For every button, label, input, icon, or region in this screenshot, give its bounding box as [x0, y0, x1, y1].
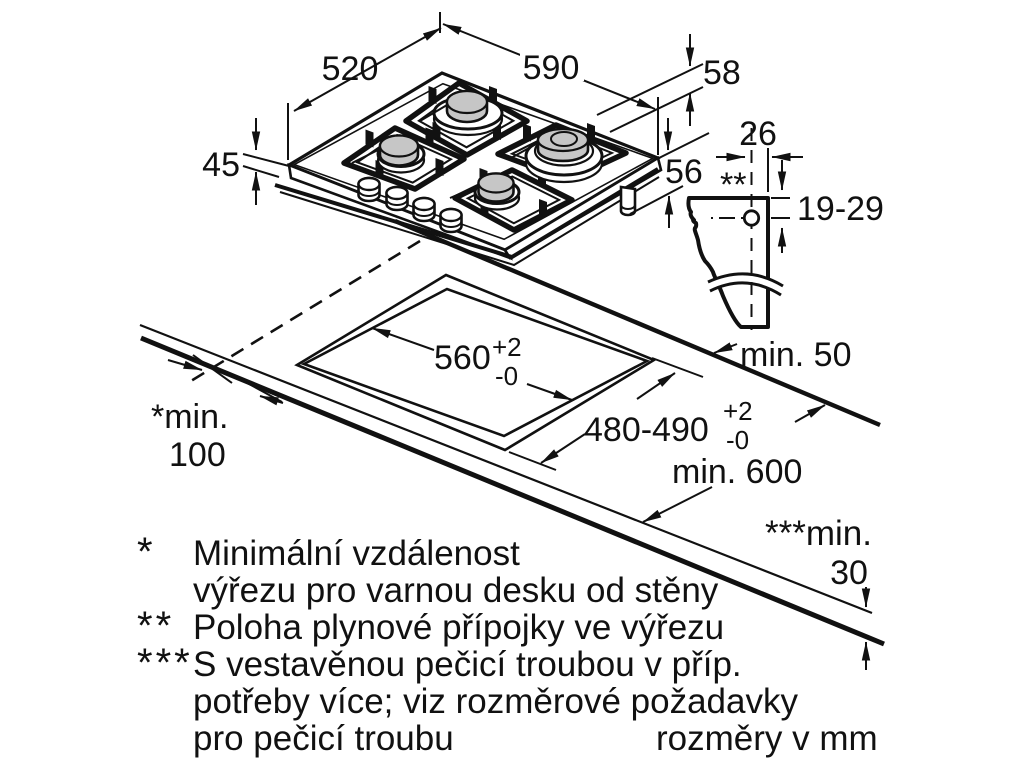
svg-text:pro pečicí troubu: pro pečicí troubu [193, 719, 454, 758]
svg-text:výřezu pro varnou desku od stě: výřezu pro varnou desku od stěny [193, 571, 719, 610]
svg-text:+2: +2 [723, 396, 753, 426]
svg-text:rozměry v mm: rozměry v mm [656, 719, 878, 758]
svg-text:Poloha plynové přípojky ve výř: Poloha plynové přípojky ve výřezu [193, 608, 724, 647]
svg-text:potřeby více; viz rozměrové po: potřeby více; viz rozměrové požadavky [193, 682, 798, 721]
svg-text:560: 560 [434, 339, 491, 377]
svg-text:**: ** [720, 166, 746, 204]
svg-text:S vestavěnou pečicí troubou v: S vestavěnou pečicí troubou v příp. [193, 645, 742, 684]
svg-text:+2: +2 [492, 332, 522, 362]
svg-text:30: 30 [830, 554, 868, 592]
svg-text:100: 100 [169, 436, 226, 474]
svg-text:***: *** [137, 641, 193, 685]
svg-text:Minimální vzdálenost: Minimální vzdálenost [193, 534, 520, 573]
svg-text:min. 600: min. 600 [672, 453, 802, 491]
svg-text:-0: -0 [726, 425, 749, 455]
svg-text:-0: -0 [495, 361, 518, 391]
svg-text:26: 26 [739, 115, 777, 153]
svg-text:19-29: 19-29 [797, 190, 884, 228]
svg-text:***min.: ***min. [765, 514, 872, 553]
svg-text:min. 50: min. 50 [740, 336, 852, 374]
svg-text:520: 520 [322, 50, 379, 88]
svg-text:480-490: 480-490 [584, 411, 709, 449]
svg-text:**: ** [137, 604, 174, 648]
svg-text:56: 56 [665, 153, 703, 191]
svg-text:*: * [137, 530, 156, 574]
svg-text:590: 590 [523, 49, 580, 87]
svg-text:58: 58 [703, 54, 741, 92]
svg-text:45: 45 [202, 146, 240, 184]
svg-text:*min.: *min. [151, 398, 228, 436]
